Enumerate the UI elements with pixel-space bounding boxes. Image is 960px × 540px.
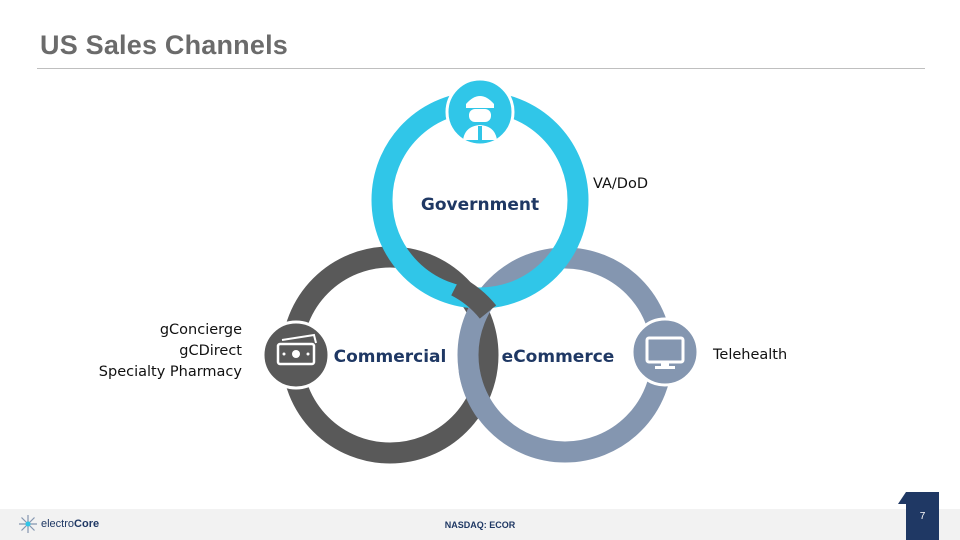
ecommerce-label: eCommerce	[502, 347, 615, 367]
footer-ticker: NASDAQ: ECOR	[444, 520, 516, 530]
title-divider	[37, 68, 925, 69]
company-logo: electroCore	[18, 513, 99, 535]
commercial-overlap-arc	[450, 276, 497, 319]
page-number: 7	[919, 511, 926, 522]
commercial-channel-item: gConcierge	[159, 322, 242, 338]
commercial-channel-list: gConcierge gCDirect Specialty Pharmacy	[99, 320, 242, 383]
commercial-channel-item: gCDirect	[179, 343, 242, 359]
page-tab-notch	[898, 492, 906, 504]
logo-wordmark: electroCore	[41, 518, 99, 530]
page-title: US Sales Channels	[40, 30, 288, 60]
government-channel-text: VA/DoD	[593, 176, 648, 192]
monitor-icon	[630, 317, 700, 387]
page-number-box	[906, 492, 939, 540]
logo-prefix: electro	[41, 518, 75, 530]
commercial-channel-item: Specialty Pharmacy	[98, 364, 242, 380]
money-icon	[261, 320, 331, 390]
ecommerce-channel-text: Telehealth	[713, 347, 788, 363]
government-label: Government	[421, 195, 539, 215]
ecommerce-overlap-arc	[458, 368, 495, 419]
starburst-icon	[19, 515, 37, 533]
soldier-icon	[445, 77, 515, 147]
commercial-label: Commercial	[334, 347, 447, 367]
logo-brand: Core	[74, 518, 100, 530]
footer-bar	[0, 509, 960, 540]
